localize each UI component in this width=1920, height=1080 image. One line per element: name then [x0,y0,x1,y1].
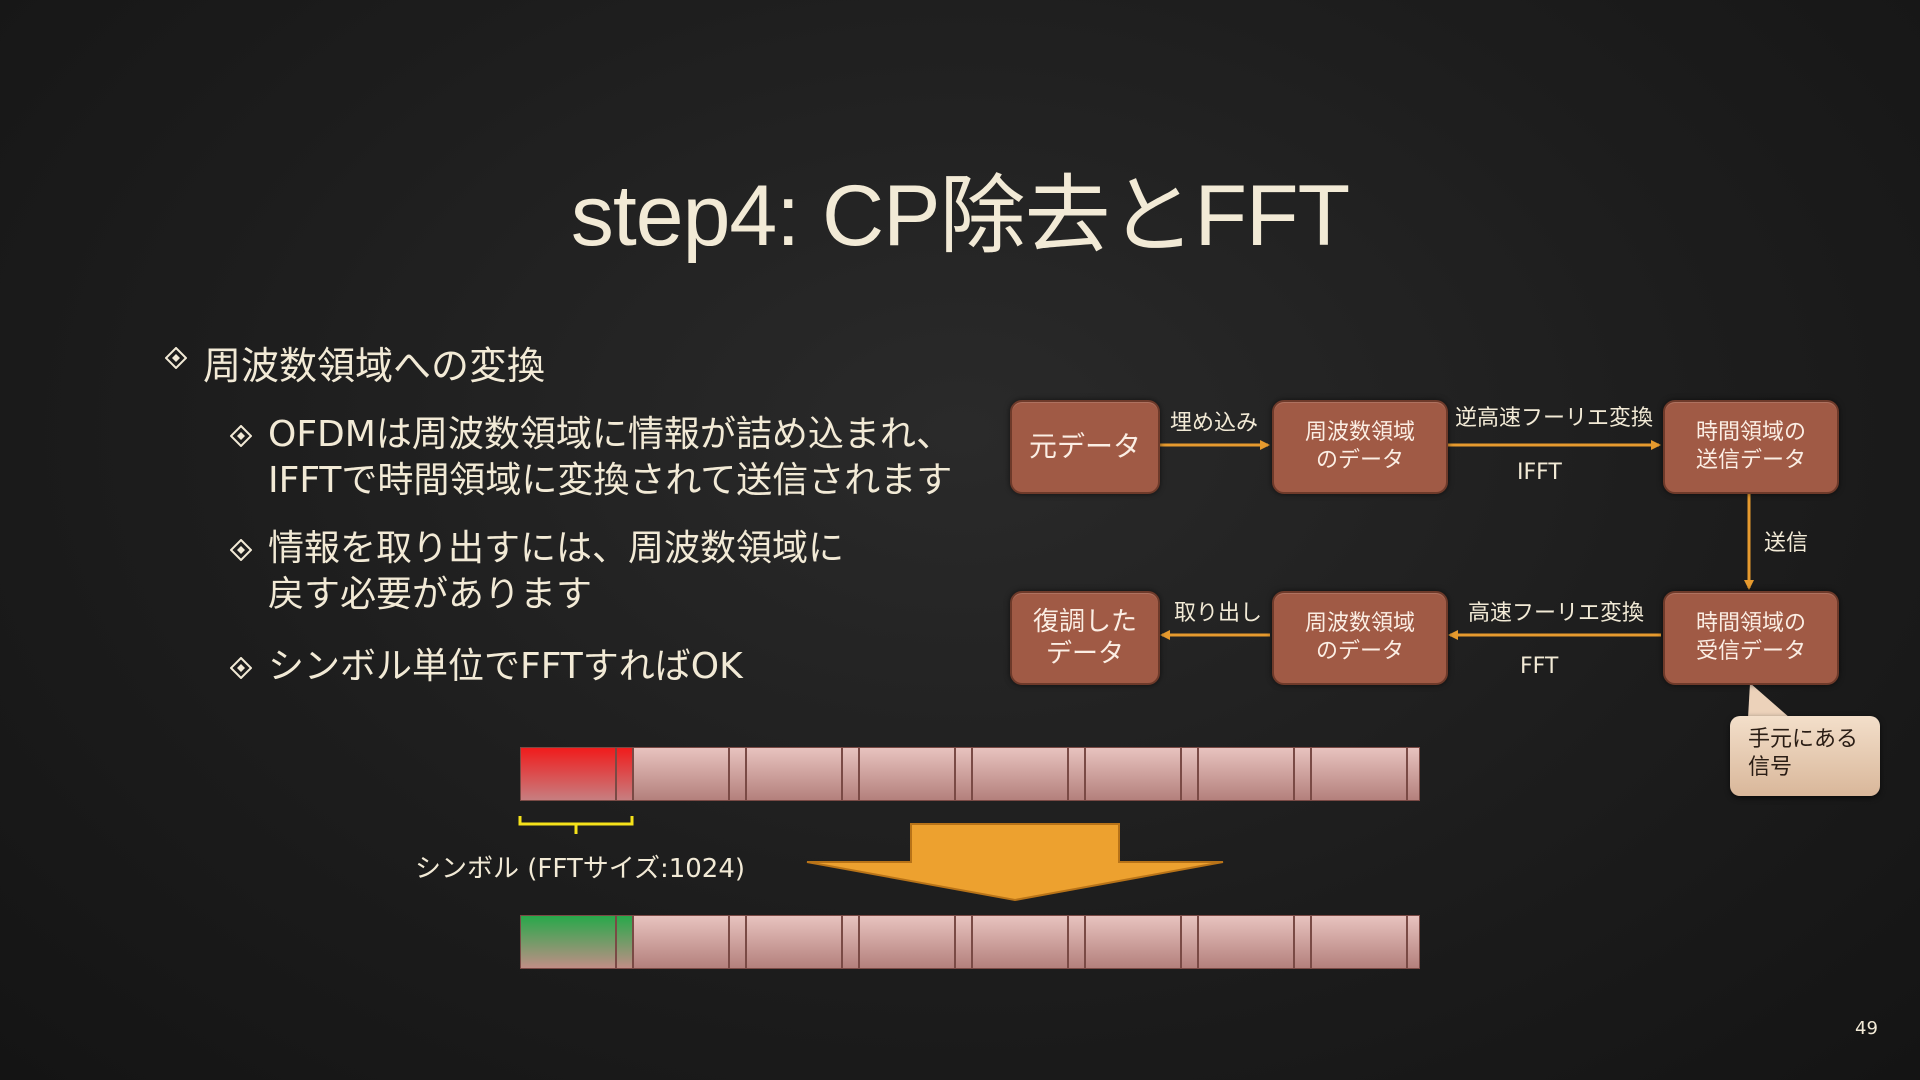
bullet-main: 周波数領域への変換 [165,335,545,390]
cyclic-prefix-segment [521,748,633,800]
node-time-rx-line-2: 受信データ [1695,639,1806,664]
bullet-sub-3: シンボル単位でFFTすればOK [230,644,743,690]
node-demod-line-1: 復調した [1032,607,1137,637]
callout-line-2: 信号 [1748,755,1793,780]
slide-title: step4: CP除去とFFT [570,168,1350,264]
bullet-sub-2-line-2: 戻す必要があります [268,574,593,615]
node-freq-rx-line-2: のデータ [1315,639,1404,664]
callout-pointer [1748,683,1790,718]
node-freq-rx-line-1: 周波数領域 [1304,611,1415,636]
bullet-sub-1-line-2: IFFTで時間領域に変換されて送信されます [268,460,953,501]
bullet-sub-1: OFDMは周波数領域に情報が詰め込まれ、 IFFTで時間領域に変換されて送信され… [230,412,952,504]
edge-label-extract: 取り出し [1174,601,1263,626]
node-time-tx-line-2: 送信データ [1695,448,1806,473]
edge-label-embed: 埋め込み [1170,411,1259,436]
diamond-bullet-icon [230,539,252,561]
node-source-data: 元データ [1010,400,1160,494]
node-freq-domain-tx: 周波数領域 のデータ [1272,400,1448,494]
node-time-tx-line-1: 時間領域の [1695,420,1806,445]
bullet-sub-1-line-1: OFDMは周波数領域に情報が詰め込まれ、 [268,414,953,455]
edge-label-ifft-top: 逆高速フーリエ変換 [1455,406,1654,431]
edge-label-fft-bottom: FFT [1520,654,1559,679]
big-down-arrow [806,823,1224,902]
callout-local-signal: 手元にある 信号 [1730,716,1880,796]
signal-bar-cp-removed [520,915,1420,969]
callout-line-1: 手元にある [1748,727,1859,752]
node-time-domain-tx: 時間領域の 送信データ [1663,400,1839,494]
node-freq-tx-line-1: 周波数領域 [1304,420,1415,445]
edge-label-fft-top: 高速フーリエ変換 [1468,601,1645,626]
page-number: 49 [1855,1018,1878,1039]
signal-bar-with-cp [520,747,1420,801]
node-freq-domain-rx: 周波数領域 のデータ [1272,591,1448,685]
bullet-main-text: 周波数領域への変換 [203,344,546,388]
bullet-sub-2: 情報を取り出すには、周波数領域に 戻す必要があります [230,526,844,618]
edge-label-ifft-bottom: IFFT [1517,460,1562,485]
diamond-bullet-icon [230,657,252,679]
diamond-bullet-icon [230,425,252,447]
bullet-sub-3-text: シンボル単位でFFTすればOK [268,646,743,687]
symbol-size-label: シンボル (FFTサイズ:1024) [415,854,746,884]
bullet-sub-2-line-1: 情報を取り出すには、周波数領域に [268,528,845,569]
fft-window-segment [521,916,633,968]
edge-label-send: 送信 [1764,531,1809,556]
node-time-rx-line-1: 時間領域の [1695,611,1806,636]
node-freq-tx-line-2: のデータ [1315,448,1404,473]
diamond-bullet-icon [165,347,187,369]
node-demodulated-data: 復調した データ [1010,591,1160,685]
symbol-bracket [518,816,634,834]
node-time-domain-rx: 時間領域の 受信データ [1663,591,1839,685]
node-demod-line-2: データ [1045,639,1124,669]
node-source-data-label: 元データ [1028,430,1141,463]
